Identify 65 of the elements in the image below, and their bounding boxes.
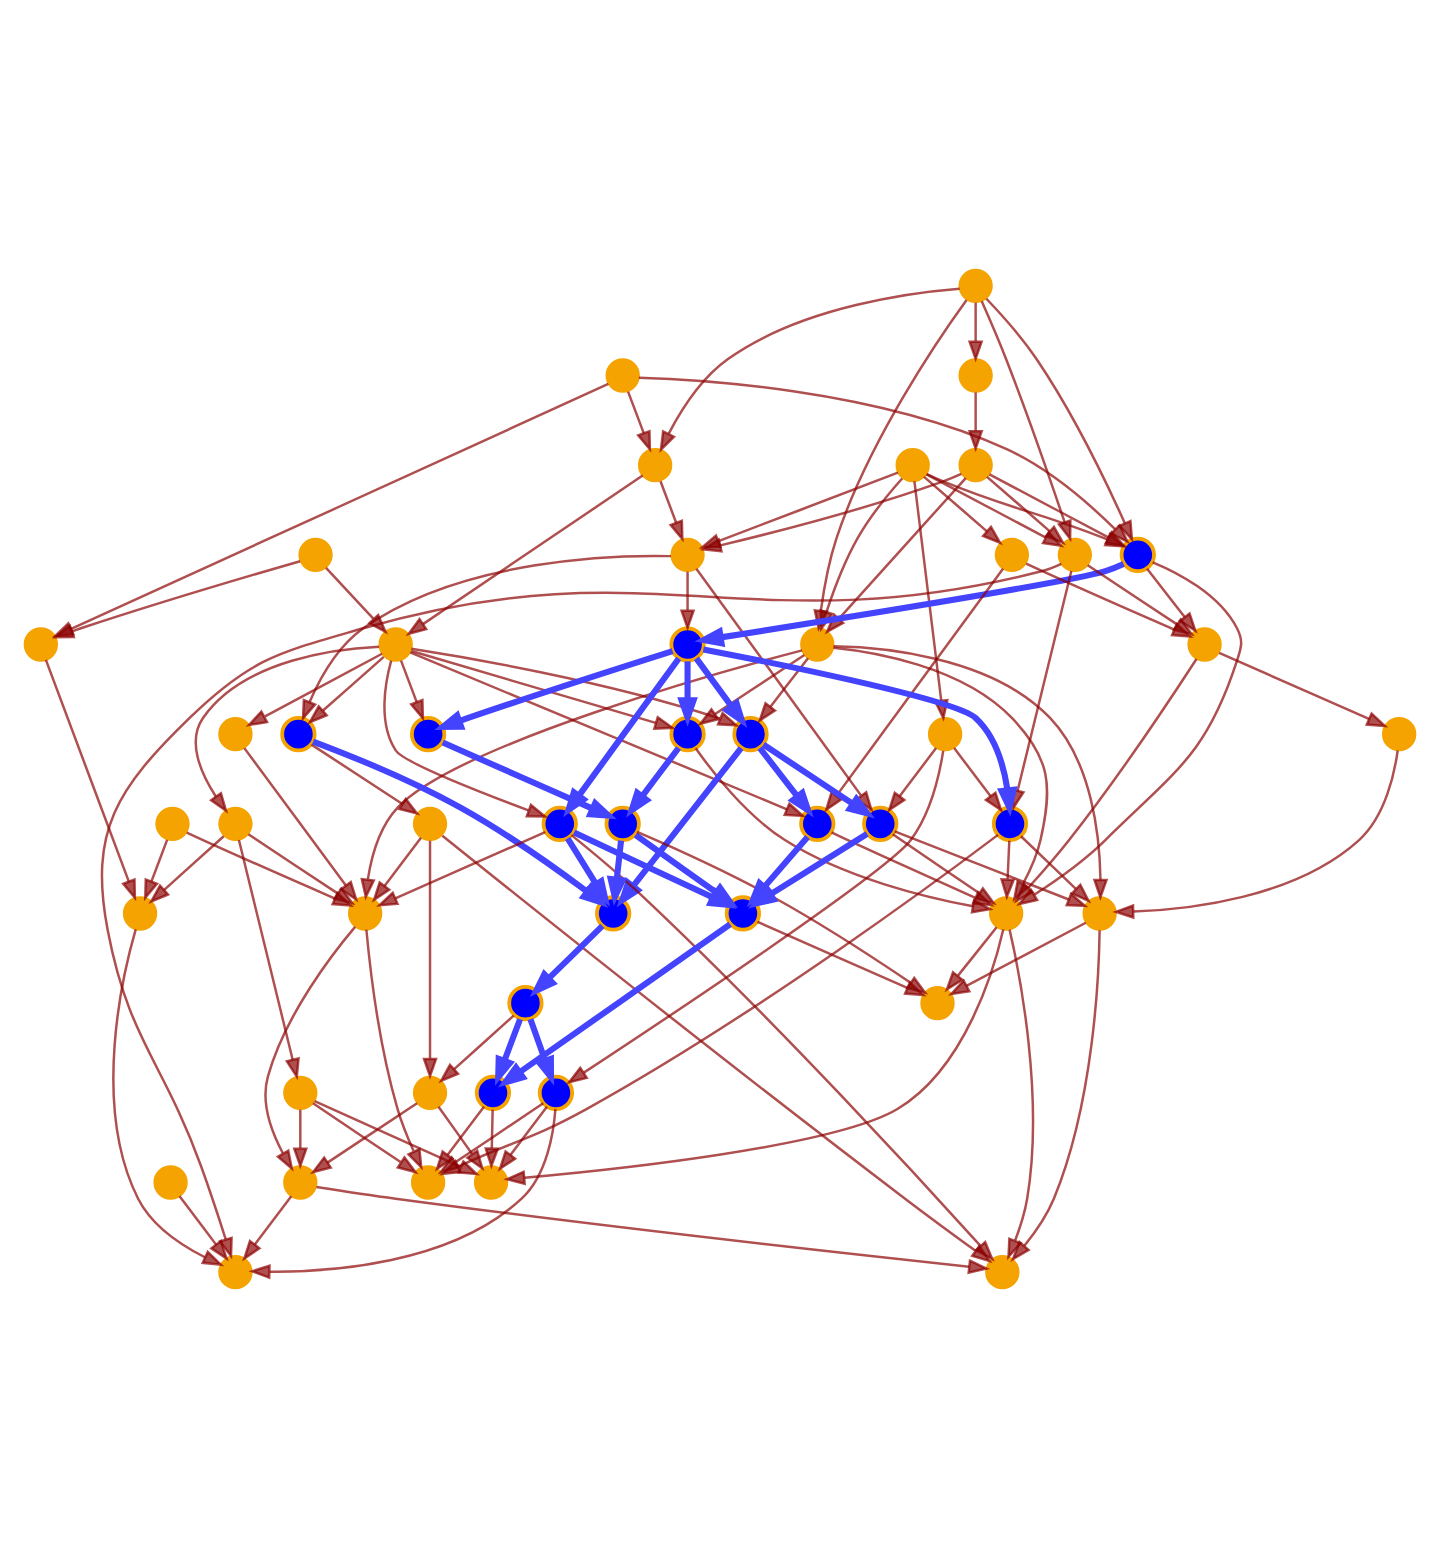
- arrow: [497, 920, 732, 1087]
- node-circle: [604, 804, 641, 841]
- node-circle: [920, 985, 955, 1020]
- node-circle: [989, 895, 1024, 930]
- node-circle: [637, 447, 673, 482]
- node-circle: [155, 805, 190, 840]
- arrow: [494, 1017, 523, 1085]
- arrow: [677, 660, 698, 726]
- node-circle: [1057, 536, 1092, 571]
- node-circle: [412, 805, 448, 840]
- node-circle: [724, 894, 761, 931]
- node-circle: [958, 357, 993, 392]
- node-circle: [595, 894, 632, 931]
- arrow: [626, 745, 681, 817]
- node-circle: [732, 715, 769, 752]
- arrow: [527, 1017, 555, 1085]
- node-circle: [991, 804, 1029, 841]
- node-circle: [378, 626, 413, 661]
- node-circle: [799, 804, 836, 841]
- node-circle: [218, 716, 253, 751]
- arrow: [693, 655, 748, 727]
- node-circle: [537, 1073, 575, 1110]
- node-circle: [605, 357, 640, 392]
- node-circle: [669, 625, 706, 662]
- node-circle: [410, 715, 447, 752]
- node-circle: [218, 1254, 253, 1289]
- node-circle: [1082, 895, 1117, 930]
- node-circle: [473, 1164, 509, 1199]
- node-circle: [670, 536, 705, 571]
- node-circle: [412, 1074, 448, 1109]
- node-circle: [1382, 716, 1417, 751]
- node-circle: [153, 1164, 188, 1199]
- node-circle: [474, 1073, 512, 1110]
- arrow: [503, 928, 1005, 1185]
- arrow: [694, 560, 1125, 647]
- node-circle: [958, 447, 993, 482]
- node-circle: [927, 716, 963, 751]
- node-circle: [895, 447, 930, 482]
- node-circle: [283, 1164, 318, 1199]
- arrow: [112, 928, 225, 1266]
- node-circle: [280, 715, 317, 752]
- node-circle: [994, 536, 1030, 571]
- node-circle: [23, 626, 58, 661]
- arrow: [264, 925, 357, 1171]
- arrow: [194, 644, 380, 813]
- node-circle: [298, 536, 333, 571]
- node-circle: [348, 895, 383, 930]
- node-circle: [122, 895, 158, 930]
- node-circle: [1187, 626, 1222, 661]
- node-circle: [410, 1164, 446, 1199]
- node-circle: [283, 1074, 318, 1109]
- node-circle: [985, 1254, 1020, 1289]
- node-circle: [541, 804, 578, 841]
- node-circle: [800, 626, 835, 661]
- arrow: [566, 749, 945, 1084]
- node-circle: [862, 804, 899, 841]
- node-circle: [958, 267, 993, 302]
- node-circle: [669, 715, 706, 752]
- node-circle: [507, 984, 544, 1021]
- arrow: [606, 839, 628, 905]
- arrow: [757, 745, 814, 817]
- node-circle: [218, 805, 253, 840]
- node-circle: [1119, 535, 1156, 572]
- arrow: [301, 553, 671, 721]
- arrow: [529, 922, 605, 997]
